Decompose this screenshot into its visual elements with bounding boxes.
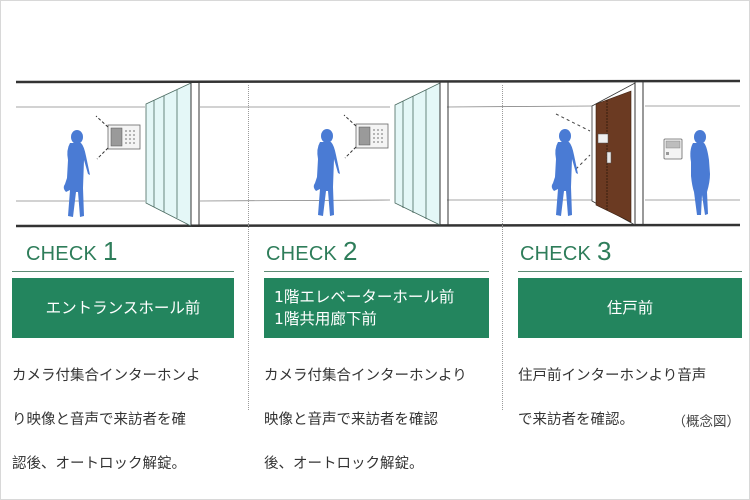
heading-rule [518,271,742,272]
check-label: CHECK [266,243,338,265]
check-description-1: カメラ付集合インターホンよ り映像と音声で来訪者を確 認後、オートロック解錠。 [12,343,234,497]
panel-divider-1 [248,85,249,410]
description-line: カメラ付集合インターホンよ [12,368,201,384]
visitor-figure-1 [63,130,90,217]
location-label: 1階エレベーターホール前 [274,288,455,306]
check-number: 1 [103,236,118,266]
camera-intercom-1 [95,115,141,160]
concept-diagram-note: （概念図） [672,414,741,430]
check-label: CHECK [520,243,592,265]
unit-door [555,81,644,226]
location-label: エントランスホール前 [45,299,201,317]
check-number: 3 [597,236,612,266]
check-description-2: カメラ付集合インターホンより 映像と音声で来訪者を確認 後、オートロック解錠。 [264,343,489,497]
location-box-2: 1階エレベーターホール前 1階共用廊下前 [264,278,489,338]
check-description-3: 住戸前インターホンより音声 で来訪者を確認。 [518,343,742,453]
description-line: 認後、オートロック解錠。 [12,456,186,472]
location-box-3: 住戸前 [518,278,742,338]
heading-rule [264,271,489,272]
corridor-ceiling-line [15,79,741,84]
corridor-floor-line [15,223,741,228]
visitor-figure-3 [551,129,578,216]
camera-intercom-2 [343,114,389,159]
description-line: り映像と音声で来訪者を確 [12,412,186,428]
description-line: カメラ付集合インターホンより [264,368,467,384]
panel-divider-2 [502,85,503,410]
check-label: CHECK [26,243,98,265]
description-line: 後、オートロック解錠。 [264,456,424,472]
location-box-1: エントランスホール前 [12,278,234,338]
check-number: 2 [343,236,358,266]
glass-door-1 [145,82,200,227]
description-line: で来訪者を確認。 [518,412,634,428]
resident-figure [690,130,710,215]
indoor-intercom-monitor [663,138,683,160]
visitor-figure-2 [313,129,340,216]
location-label: 1階共用廊下前 [274,310,377,328]
location-label: 住戸前 [606,299,654,317]
description-line: 住戸前インターホンより音声 [518,368,707,384]
glass-door-2 [394,81,449,226]
heading-rule [12,271,234,272]
description-line: 映像と音声で来訪者を確認 [264,412,438,428]
